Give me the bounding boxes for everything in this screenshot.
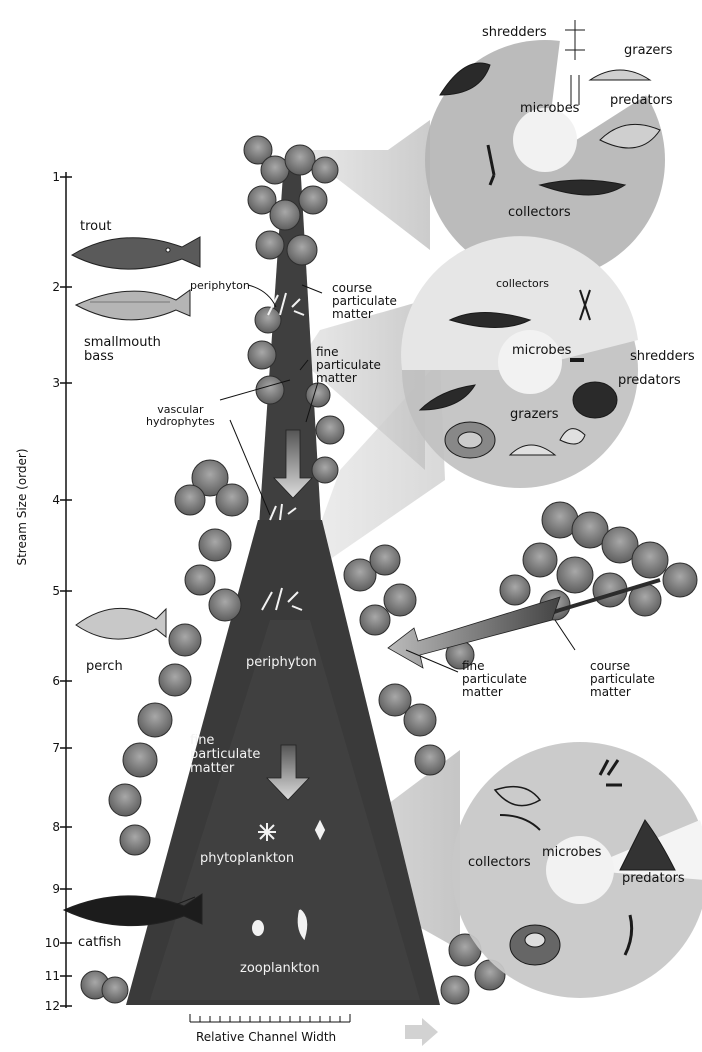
axis-tick: 6 xyxy=(30,674,60,688)
axis-tick: 11 xyxy=(30,969,60,983)
label-mid-grazers: grazers xyxy=(510,408,559,422)
axis-tick: 2 xyxy=(30,280,60,294)
channel-width-label: Relative Channel Width xyxy=(196,1030,336,1044)
axis-tick: 4 xyxy=(30,493,60,507)
label-fine-particulate-matter-upper: fine particulate matter xyxy=(316,346,381,385)
perch-illustration xyxy=(76,608,166,639)
label-vascular-hydrophytes: vascular hydrophytes xyxy=(146,404,215,428)
axis-tick: 9 xyxy=(30,882,60,896)
trout-illustration xyxy=(72,237,200,269)
axis-tick: 10 xyxy=(30,936,60,950)
axis-title: Stream Size (order) xyxy=(15,447,29,567)
fish-label-perch: perch xyxy=(86,660,123,674)
label-phytoplankton: phytoplankton xyxy=(200,852,294,866)
label-top-grazers: grazers xyxy=(624,44,673,58)
axis-tick: 1 xyxy=(30,170,60,184)
label-top-microbes: microbes xyxy=(520,102,579,116)
invertebrate-circle-mid xyxy=(401,236,638,488)
label-course-particulate-matter-upper: course particulate matter xyxy=(332,282,397,321)
stream-order-axis xyxy=(60,172,72,1008)
axis-tick: 8 xyxy=(30,820,60,834)
label-top-shredders: shredders xyxy=(482,26,547,40)
axis-tick: 3 xyxy=(30,376,60,390)
axis-tick: 5 xyxy=(30,584,60,598)
label-bottom-predators: predators xyxy=(622,872,685,886)
label-fine-particulate-matter-channel: fine particulate matter xyxy=(190,734,260,776)
label-course-particulate-matter-middle: course particulate matter xyxy=(590,660,655,699)
label-mid-microbes: microbes xyxy=(512,344,571,358)
label-periphyton-middle: periphyton xyxy=(246,656,317,670)
invertebrate-circle-bottom xyxy=(452,742,702,998)
fish-label-smallmouth-bass: smallmouth bass xyxy=(84,336,161,364)
label-mid-predators: predators xyxy=(618,374,681,388)
label-fine-particulate-matter-middle: fine particulate matter xyxy=(462,660,527,699)
label-mid-collectors: collectors xyxy=(496,278,549,290)
label-mid-shredders: shredders xyxy=(630,350,695,364)
label-top-predators: predators xyxy=(610,94,673,108)
label-bottom-collectors: collectors xyxy=(468,856,531,870)
label-periphyton-upper: periphyton xyxy=(190,280,250,292)
label-top-collectors: collectors xyxy=(508,206,571,220)
fish-label-trout: trout xyxy=(80,220,111,234)
fish-label-catfish: catfish xyxy=(78,936,121,950)
channel-width-ruler xyxy=(190,1014,350,1022)
width-arrow-icon xyxy=(405,1018,438,1046)
axis-tick: 12 xyxy=(30,999,60,1013)
label-zooplankton: zooplankton xyxy=(240,962,320,976)
axis-tick: 7 xyxy=(30,741,60,755)
bass-illustration xyxy=(76,290,190,320)
label-bottom-microbes: microbes xyxy=(542,846,601,860)
